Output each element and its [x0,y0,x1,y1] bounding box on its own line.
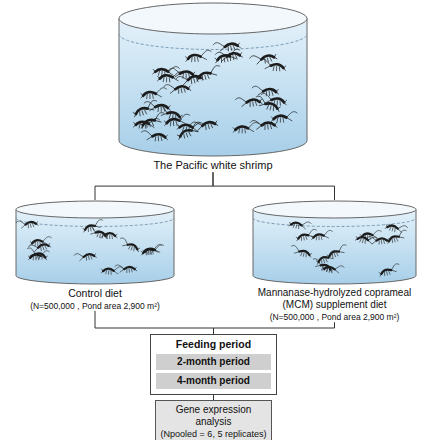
shrimp-icon [177,119,205,134]
shrimp-icon [385,220,408,235]
node-label: Feeding period [156,338,271,351]
period-box: Feeding period 2-month period 4-month peri… [150,334,277,395]
node-detail: (Npooled = 6, 5 replicates) [160,429,267,440]
tank-rim [119,3,307,34]
water-surface [119,34,307,49]
shrimp-icon [133,117,160,129]
tank-illustration [252,200,417,285]
connector-line [95,172,213,200]
tank-body [253,210,416,285]
shrimp-icon [260,93,287,106]
diet-tank: Control diet(N=500,000 , Pond area 2,900… [15,200,175,311]
shrimp-icon [152,64,179,78]
shrimp-icon [290,245,313,258]
shrimp-icon [194,65,222,82]
tank-illustration [15,200,175,285]
shrimp-icon [311,230,333,240]
diet-tank: Mannanase-hydrolyzed coprameal (MCM) sup… [252,200,417,322]
shrimp-icon [355,232,378,246]
connector-line [95,311,214,334]
node-label: 4-month period [158,375,269,387]
shrimp-icon [16,217,39,230]
tank-body [16,210,174,285]
shrimp-tank: The Pacific white shrimp [118,2,308,172]
analysis-box: Gene expression analysis(Npooled = 6, 5 … [155,400,272,440]
shrimp-icon [288,218,311,231]
shrimp-icon [271,112,297,123]
shrimp-icon [311,258,334,273]
shrimp-icon [95,230,117,240]
shrimp-icon [28,239,51,254]
node-label: 2-month period [158,356,269,368]
shrimp-icon [215,47,243,63]
tank-rim [253,201,416,218]
shrimp-icon [163,81,191,96]
period-band: 2-month period [156,354,271,370]
shrimp-icon [378,263,401,277]
connector-line [213,172,335,200]
shrimp-icon [101,265,124,276]
shrimp-icon [185,50,212,62]
shrimp-icon [175,121,204,140]
shrimp-icon [235,94,263,109]
connector-line [214,322,335,334]
shrimp-icon [252,84,279,97]
node-label: The Pacific white shrimp [118,159,308,172]
shrimp-icon [250,117,278,132]
shrimp-icon [141,130,168,142]
node-label: Mannanase-hydrolyzed coprameal (MCM) sup… [252,287,417,311]
tank-body [119,19,307,156]
node-label: Gene expression analysis [160,404,267,428]
shrimp-icon [157,71,184,83]
shrimp-icon [233,122,259,133]
shrimp-icon [25,247,48,260]
shrimp-icon [118,237,141,252]
shrimp-icon [86,226,109,240]
shrimp-icon [325,244,348,259]
shrimp-icon [142,244,164,255]
shrimp-icon [367,234,390,246]
tank-rim [16,201,174,218]
node-detail: (N=500,000 , Pond area 2,900 m²) [252,312,417,322]
period-band: 4-month period [156,373,271,389]
shrimp-icon [115,263,138,275]
shrimp-icon [144,100,171,112]
shrimp-icon [176,70,204,88]
node-label: Control diet [15,287,175,300]
shrimp-icon [259,59,286,71]
shrimp-icon [213,38,241,54]
tank-illustration [118,2,308,157]
shrimp-icon [82,219,105,233]
shrimp-icon [74,249,97,263]
node-detail: (N=500,000 , Pond area 2,900 m²) [15,301,175,311]
shrimp-icon [140,244,163,256]
shrimp-icon [140,88,167,99]
shrimp-icon [214,49,242,64]
